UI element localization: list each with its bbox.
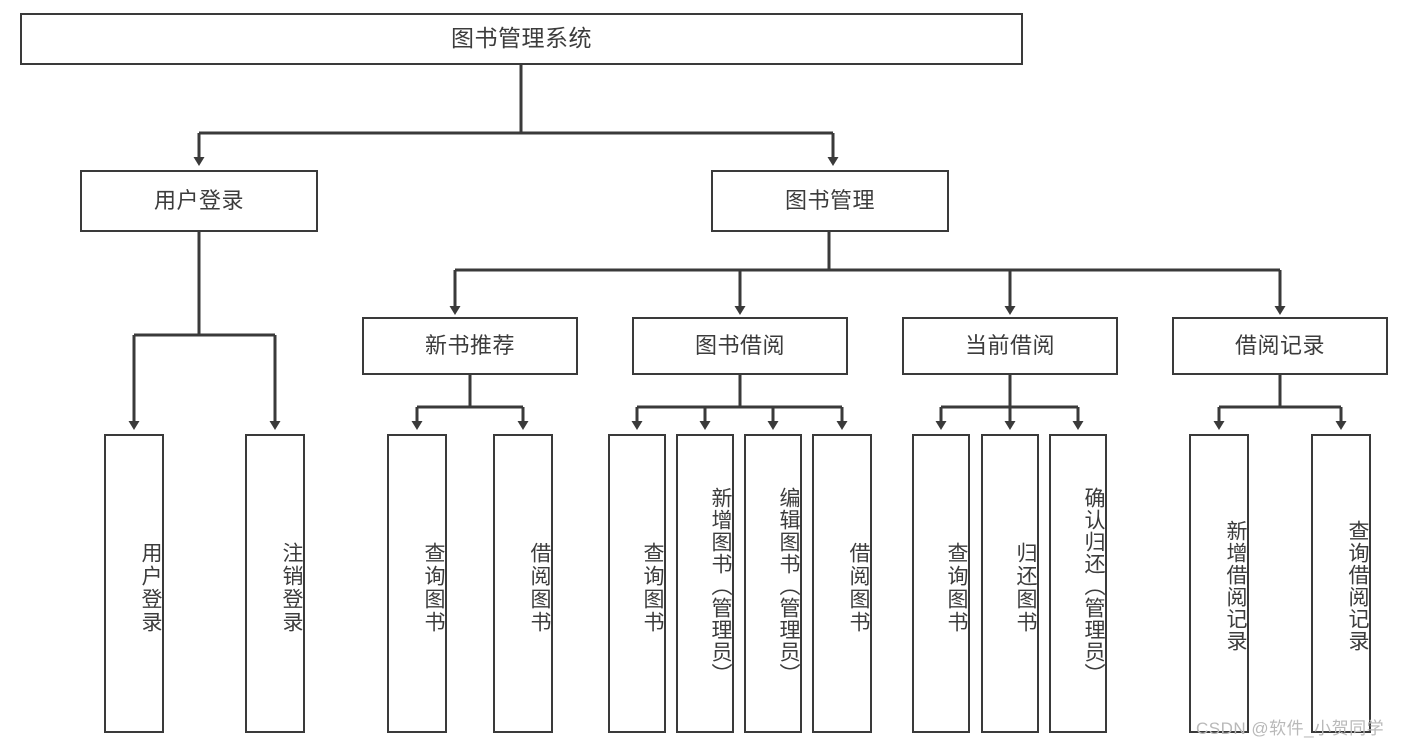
node-leaf-user-login[interactable]: 用户登录 bbox=[104, 434, 164, 733]
node-leaf-query-book-borrow[interactable]: 查询图书 bbox=[608, 434, 666, 733]
node-leaf-edit-book[interactable]: 编辑图书（管理员） bbox=[744, 434, 802, 733]
node-label: 注销登录 bbox=[280, 541, 303, 634]
node-label: 图书管理 bbox=[784, 188, 875, 214]
node-label: 当前借阅 bbox=[964, 333, 1055, 359]
node-leaf-query-book-current[interactable]: 查询图书 bbox=[912, 434, 970, 733]
node-leaf-borrow-book-recommend[interactable]: 借阅图书 bbox=[493, 434, 553, 733]
node-label: 查询图书 bbox=[641, 541, 664, 634]
node-label: 图书借阅 bbox=[694, 333, 785, 359]
node-label: 用户登录 bbox=[153, 188, 244, 214]
node-book-manage[interactable]: 图书管理 bbox=[711, 170, 949, 232]
node-leaf-add-book[interactable]: 新增图书（管理员） bbox=[676, 434, 734, 733]
node-leaf-query-borrow-record[interactable]: 查询借阅记录 bbox=[1311, 434, 1371, 733]
node-label: 编辑图书（管理员） bbox=[777, 486, 800, 685]
node-label: 图书管理系统 bbox=[451, 25, 592, 52]
csdn-watermark: CSDN @软件_小贺同学 bbox=[1196, 719, 1385, 738]
node-label: 借阅记录 bbox=[1234, 333, 1325, 359]
node-label: 新增图书（管理员） bbox=[709, 486, 732, 685]
node-label: 用户登录 bbox=[139, 541, 162, 634]
node-new-book-recommend[interactable]: 新书推荐 bbox=[362, 317, 578, 375]
node-book-borrow[interactable]: 图书借阅 bbox=[632, 317, 848, 375]
node-root-system[interactable]: 图书管理系统 bbox=[20, 13, 1023, 65]
node-label: 新书推荐 bbox=[424, 333, 515, 359]
node-leaf-borrow-book[interactable]: 借阅图书 bbox=[812, 434, 872, 733]
node-label: 借阅图书 bbox=[528, 541, 551, 634]
node-leaf-logout-login[interactable]: 注销登录 bbox=[245, 434, 305, 733]
node-label: 查询图书 bbox=[422, 541, 445, 634]
node-label: 确认归还（管理员） bbox=[1082, 486, 1105, 685]
node-label: 查询图书 bbox=[945, 541, 968, 634]
node-label: 查询借阅记录 bbox=[1346, 519, 1369, 652]
node-current-borrow[interactable]: 当前借阅 bbox=[902, 317, 1118, 375]
node-leaf-return-book[interactable]: 归还图书 bbox=[981, 434, 1039, 733]
node-user-login[interactable]: 用户登录 bbox=[80, 170, 318, 232]
node-borrow-record[interactable]: 借阅记录 bbox=[1172, 317, 1388, 375]
node-leaf-add-borrow-record[interactable]: 新增借阅记录 bbox=[1189, 434, 1249, 733]
node-leaf-confirm-return[interactable]: 确认归还（管理员） bbox=[1049, 434, 1107, 733]
node-leaf-query-book-recommend[interactable]: 查询图书 bbox=[387, 434, 447, 733]
node-label: 借阅图书 bbox=[847, 541, 870, 634]
node-label: 新增借阅记录 bbox=[1224, 519, 1247, 652]
node-label: 归还图书 bbox=[1014, 541, 1037, 634]
